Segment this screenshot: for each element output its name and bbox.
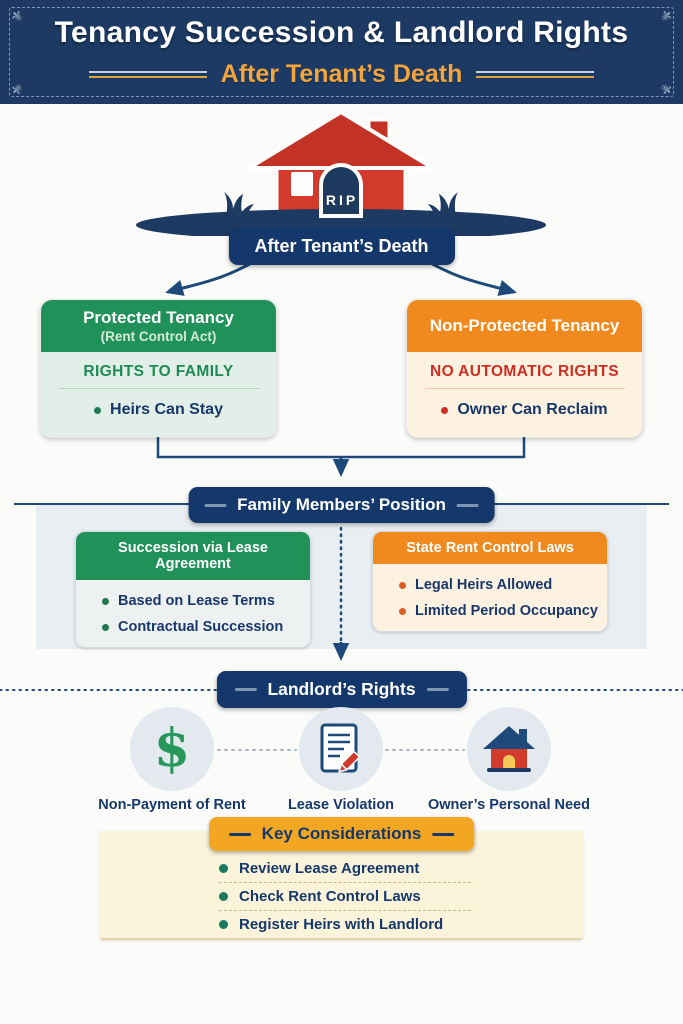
lease-succession-box: Succession via Lease Agreement Based on …	[75, 531, 311, 648]
bullet-dot	[102, 623, 109, 631]
non-payment-label: Non-Payment of Rent	[98, 797, 246, 813]
divider	[424, 388, 625, 389]
key-considerations-list: Review Lease Agreement Check Rent Contro…	[219, 855, 471, 938]
grass-left-icon	[224, 192, 254, 219]
list-item-label: Owner Can Reclaim	[457, 401, 608, 418]
bullet-dot	[399, 581, 406, 589]
protected-tenancy-title: Protected Tenancy	[83, 308, 234, 327]
list-item: Owner Can Reclaim	[441, 401, 608, 419]
list-item: Register Heirs with Landlord	[219, 911, 471, 938]
dollar-icon: $	[153, 718, 191, 779]
root-node: After Tenant’s Death	[228, 228, 455, 265]
subtitle-rule-left	[88, 71, 207, 78]
list-item-label: Legal Heirs Allowed	[415, 577, 553, 593]
family-section-title: Family Members’ Position	[237, 495, 446, 514]
bullet-dot	[219, 864, 228, 873]
nonprotected-tenancy-body: NO AUTOMATIC RIGHTS Owner Can Reclaim	[407, 352, 642, 437]
key-considerations-title-pill: Key Considerations	[208, 817, 475, 851]
list-item: Heirs Can Stay	[94, 401, 223, 419]
list-item: Contractual Succession	[102, 619, 302, 635]
dash-line	[234, 688, 257, 691]
lease-succession-title: Succession via Lease Agreement	[76, 532, 310, 580]
list-item-label: Contractual Succession	[118, 619, 284, 635]
list-item: Review Lease Agreement	[219, 855, 471, 882]
bullet-dot	[399, 607, 406, 615]
house-icon	[483, 726, 535, 772]
lease-violation-circle	[299, 707, 383, 791]
nonprotected-tenancy-title: Non-Protected Tenancy	[429, 316, 620, 335]
divider	[58, 388, 259, 389]
rent-control-laws-box: State Rent Control Laws Legal Heirs Allo…	[372, 531, 608, 632]
list-item-label: Based on Lease Terms	[118, 593, 275, 609]
lease-document-icon	[320, 723, 360, 773]
dash-line	[228, 832, 251, 836]
nonprotected-tenancy-heading: NO AUTOMATIC RIGHTS	[430, 363, 619, 380]
non-payment-circle: $	[130, 707, 214, 791]
list-item: Based on Lease Terms	[102, 593, 302, 609]
root-node-label: After Tenant’s Death	[254, 236, 429, 256]
protected-tenancy-subtitle: (Rent Control Act)	[100, 329, 217, 344]
key-considerations-title: Key Considerations	[261, 824, 422, 843]
banner-decorative-border	[9, 7, 674, 97]
rip-label: RIP	[326, 192, 358, 208]
dash-line	[456, 503, 479, 507]
rent-control-laws-title: State Rent Control Laws	[373, 532, 607, 564]
pencil-icon	[338, 751, 360, 773]
bullet-dot	[219, 920, 228, 929]
list-item: Legal Heirs Allowed	[399, 577, 599, 593]
dash-line	[204, 503, 227, 507]
personal-need-circle	[467, 707, 551, 791]
list-item-label: Limited Period Occupancy	[415, 603, 598, 619]
page-subtitle: After Tenant’s Death	[220, 60, 463, 88]
landlord-section-title: Landlord’s Rights	[267, 679, 416, 699]
nonprotected-tenancy-header: Non-Protected Tenancy	[407, 300, 642, 352]
list-item-label: Register Heirs with Landlord	[239, 916, 444, 933]
join-bracket	[156, 437, 526, 459]
landlord-section-title-pill: Landlord’s Rights	[216, 671, 467, 708]
house-roof	[247, 110, 435, 170]
list-item: Check Rent Control Laws	[219, 883, 471, 910]
list-item-label: Heirs Can Stay	[110, 401, 223, 418]
list-item-label: Check Rent Control Laws	[239, 888, 421, 905]
nonprotected-tenancy-box: Non-Protected Tenancy NO AUTOMATIC RIGHT…	[406, 299, 643, 438]
house-window	[291, 172, 313, 196]
bullet-dot	[102, 597, 109, 605]
dash-line	[426, 688, 449, 691]
header-banner: ⚜ ⚜ ⚜ ⚜ Tenancy Succession & Landlord Ri…	[0, 0, 683, 104]
grass-right-icon	[428, 192, 458, 219]
dashed-separator	[219, 910, 471, 911]
protected-tenancy-box: Protected Tenancy (Rent Control Act) RIG…	[40, 299, 277, 438]
protected-tenancy-heading: RIGHTS TO FAMILY	[83, 363, 234, 380]
subtitle-rule-right	[476, 71, 595, 78]
bullet-dot	[441, 406, 449, 414]
rip-tombstone-icon	[319, 163, 363, 218]
list-item-label: Review Lease Agreement	[239, 860, 420, 877]
dashed-separator	[219, 882, 471, 883]
lease-succession-body: Based on Lease Terms Contractual Success…	[76, 580, 310, 647]
bullet-dot	[219, 892, 228, 901]
page-title: Tenancy Succession & Landlord Rights	[54, 16, 629, 49]
protected-tenancy-body: RIGHTS TO FAMILY Heirs Can Stay	[41, 352, 276, 437]
rent-control-laws-body: Legal Heirs Allowed Limited Period Occup…	[373, 564, 607, 631]
family-section-title-pill: Family Members’ Position	[188, 487, 495, 523]
protected-tenancy-header: Protected Tenancy (Rent Control Act)	[41, 300, 276, 352]
lease-violation-label: Lease Violation	[287, 797, 395, 813]
bullet-dot	[94, 406, 102, 414]
list-item: Limited Period Occupancy	[399, 603, 599, 619]
house-rip-graphic: RIP	[131, 106, 551, 241]
personal-need-label: Owner’s Personal Need	[428, 797, 590, 813]
dash-line	[432, 832, 455, 836]
